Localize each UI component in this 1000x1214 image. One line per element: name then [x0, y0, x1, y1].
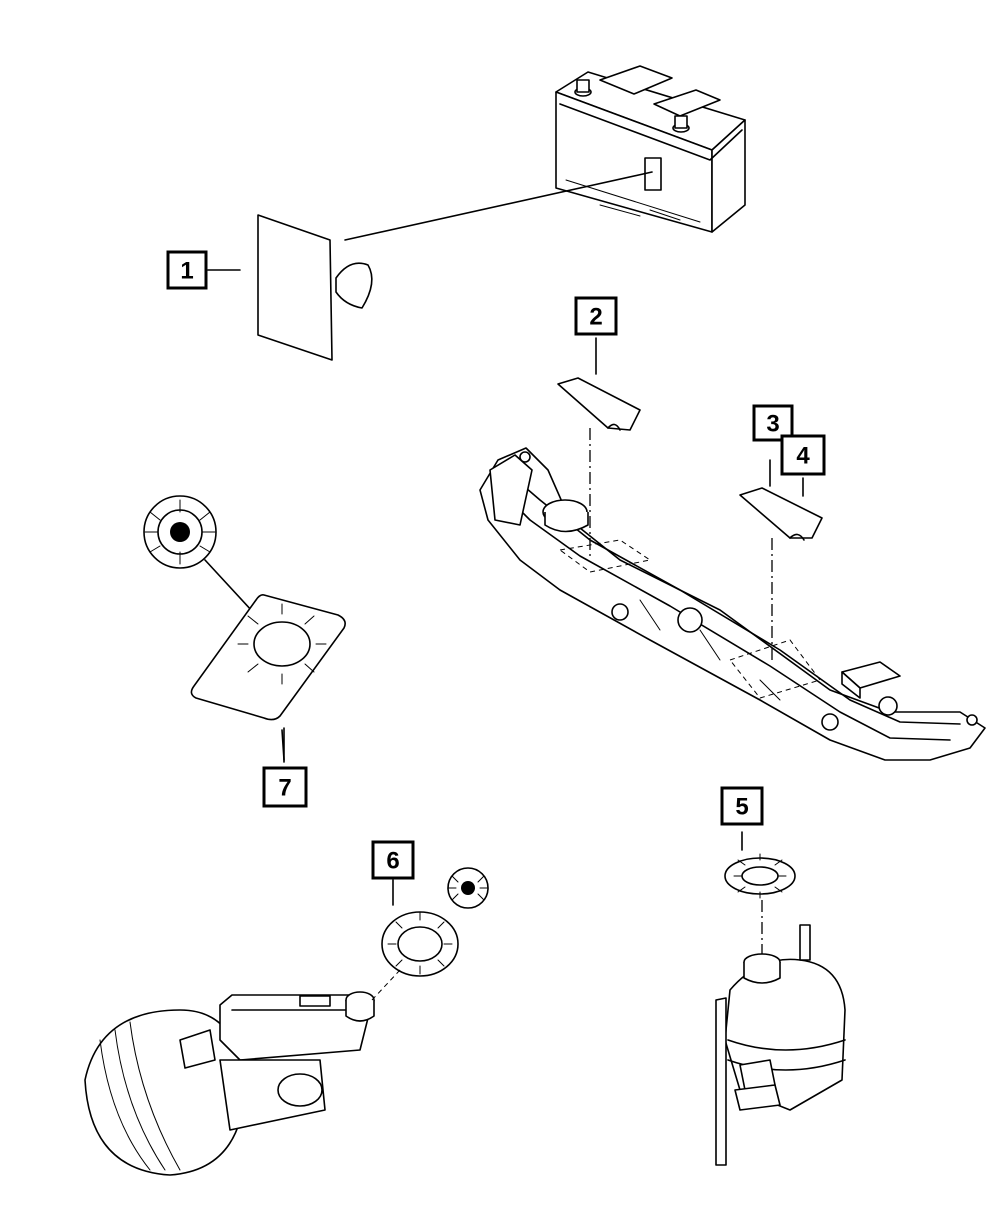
brake-master-cylinder-illustration [84, 867, 489, 1176]
callout-4-label: 4 [796, 443, 810, 470]
callout-6-label: 6 [386, 848, 399, 875]
callout-1[interactable]: 1 [166, 250, 208, 290]
callout-3-label: 3 [766, 411, 779, 438]
callout-6[interactable]: 6 [371, 840, 415, 880]
callout-5-label: 5 [735, 794, 748, 821]
label-2-illustration [557, 377, 641, 560]
callout-2[interactable]: 2 [574, 296, 618, 336]
battery-warning-label [257, 171, 653, 361]
label-3-4-illustration [739, 487, 823, 660]
callout-3[interactable]: 3 [752, 404, 794, 442]
callout-7-label: 7 [278, 775, 291, 802]
battery-illustration [555, 65, 746, 233]
callout-4[interactable]: 4 [780, 434, 826, 476]
callout-7[interactable]: 7 [262, 766, 308, 808]
coolant-reservoir-illustration [715, 831, 846, 1166]
cap-label-7-illustration [143, 495, 346, 761]
radiator-support-illustration [479, 447, 986, 761]
callout-5[interactable]: 5 [720, 786, 764, 826]
callout-2-label: 2 [589, 304, 602, 331]
callout-1-label: 1 [180, 258, 193, 285]
